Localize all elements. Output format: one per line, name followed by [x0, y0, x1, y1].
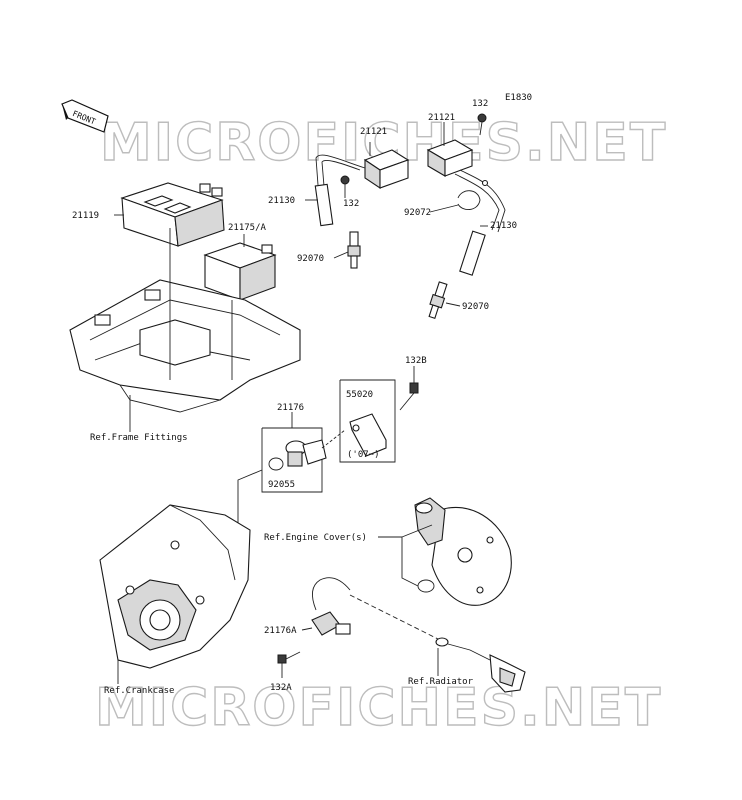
label-92055: 92055: [268, 480, 295, 490]
ignition-coil-left-icon: [315, 149, 410, 190]
sensor-21176a-icon: [311, 577, 351, 636]
label-21175a: 21175/A: [228, 223, 267, 233]
sensor-21176-icon: [285, 439, 327, 467]
label-132a: 132A: [270, 683, 292, 693]
year-note: ('07~): [347, 450, 380, 460]
ecu-module-icon: [120, 182, 225, 247]
bracket-group-box: [339, 379, 396, 463]
plug-cap-right-icon: [459, 230, 486, 276]
radiator-fitting-icon: [435, 637, 526, 693]
bolt-132-top-icon: [477, 113, 487, 136]
bracket-55020-icon: [349, 413, 387, 457]
diagram-code: E1830: [505, 93, 532, 103]
sensor-group-box: [261, 427, 323, 493]
clamp-92072-icon: [457, 190, 481, 210]
label-21121-left: 21121: [360, 127, 387, 137]
spark-plug-left-icon: [347, 231, 361, 269]
label-132b: 132B: [405, 356, 427, 366]
label-21119: 21119: [72, 211, 99, 221]
label-21176a: 21176A: [264, 626, 297, 636]
igniter-module-icon: [203, 242, 277, 301]
label-92070-left: 92070: [297, 254, 324, 264]
ref-frame-fittings: Ref.Frame Fittings: [90, 433, 188, 443]
ref-crankcase: Ref.Crankcase: [104, 686, 174, 696]
frame-tray-icon: [69, 279, 301, 413]
crankcase-icon: [99, 504, 251, 669]
o-ring-92055-icon: [268, 457, 284, 471]
label-21130-right: 21130: [490, 221, 517, 231]
bolt-132b-icon: [399, 382, 419, 411]
plug-cap-left-icon: [314, 183, 334, 227]
front-arrow-icon: FRONT: [61, 99, 109, 133]
label-21130-left: 21130: [268, 196, 295, 206]
ref-engine-cover: Ref.Engine Cover(s): [264, 533, 367, 543]
ignition-coil-right-icon: [426, 139, 506, 233]
watermark-bottom: MICROFICHES.NET: [95, 678, 662, 738]
label-92072: 92072: [404, 208, 431, 218]
label-92070-right: 92070: [462, 302, 489, 312]
label-21176: 21176: [277, 403, 304, 413]
bolt-132-mid-icon: [340, 175, 350, 194]
o-ring-cover-icon: [417, 579, 435, 593]
label-132-mid: 132: [343, 199, 359, 209]
label-132-top: 132: [472, 99, 488, 109]
spark-plug-right-icon: [428, 281, 448, 319]
label-21121-right: 21121: [428, 113, 455, 123]
engine-cover-icon: [414, 497, 512, 606]
label-55020: 55020: [346, 390, 373, 400]
ref-radiator: Ref.Radiator: [408, 677, 474, 687]
bolt-132a-icon: [277, 651, 301, 664]
